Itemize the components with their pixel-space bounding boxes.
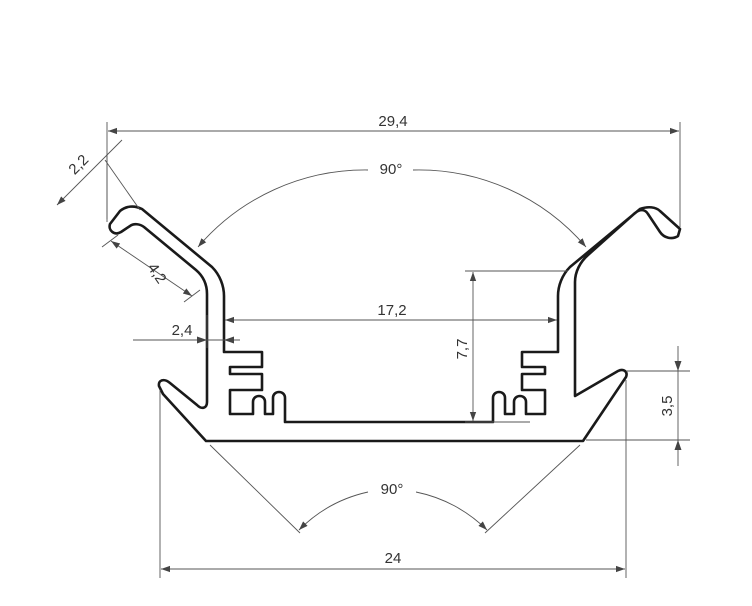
dim-arrow-foot-top [674, 361, 682, 371]
dim-line-lip-thickness [56, 139, 123, 206]
label-overall-width: 29,4 [378, 113, 407, 130]
label-base-width: 24 [385, 550, 402, 567]
ext-lip-b [104, 159, 141, 211]
label-inner-height: 7,7 [454, 339, 471, 360]
label-wall-offset: 2,4 [172, 322, 193, 339]
angle-arc-top [197, 169, 369, 248]
label-top-angle: 90° [380, 161, 403, 178]
aluminium-profile-outline [108, 205, 682, 443]
ext-angle-bottom-right [484, 444, 581, 534]
dim-arrow-wall-left [197, 336, 207, 344]
ext-wing-a [101, 234, 119, 248]
ext-angle-bottom-left [209, 444, 301, 534]
label-wing-length: 4,2 [144, 260, 170, 287]
label-inner-width: 17,2 [377, 302, 406, 319]
dim-line-wing-length [110, 240, 193, 297]
angle-arc-bottom [298, 491, 369, 531]
angle-arc-bottom-right [415, 491, 488, 531]
dim-arrow-foot-bottom [674, 440, 682, 450]
dim-arrow-wall-right [224, 336, 234, 344]
label-bottom-angle: 90° [381, 481, 404, 498]
label-foot-height: 3,5 [659, 396, 676, 417]
angle-arc-top-right [412, 169, 587, 248]
